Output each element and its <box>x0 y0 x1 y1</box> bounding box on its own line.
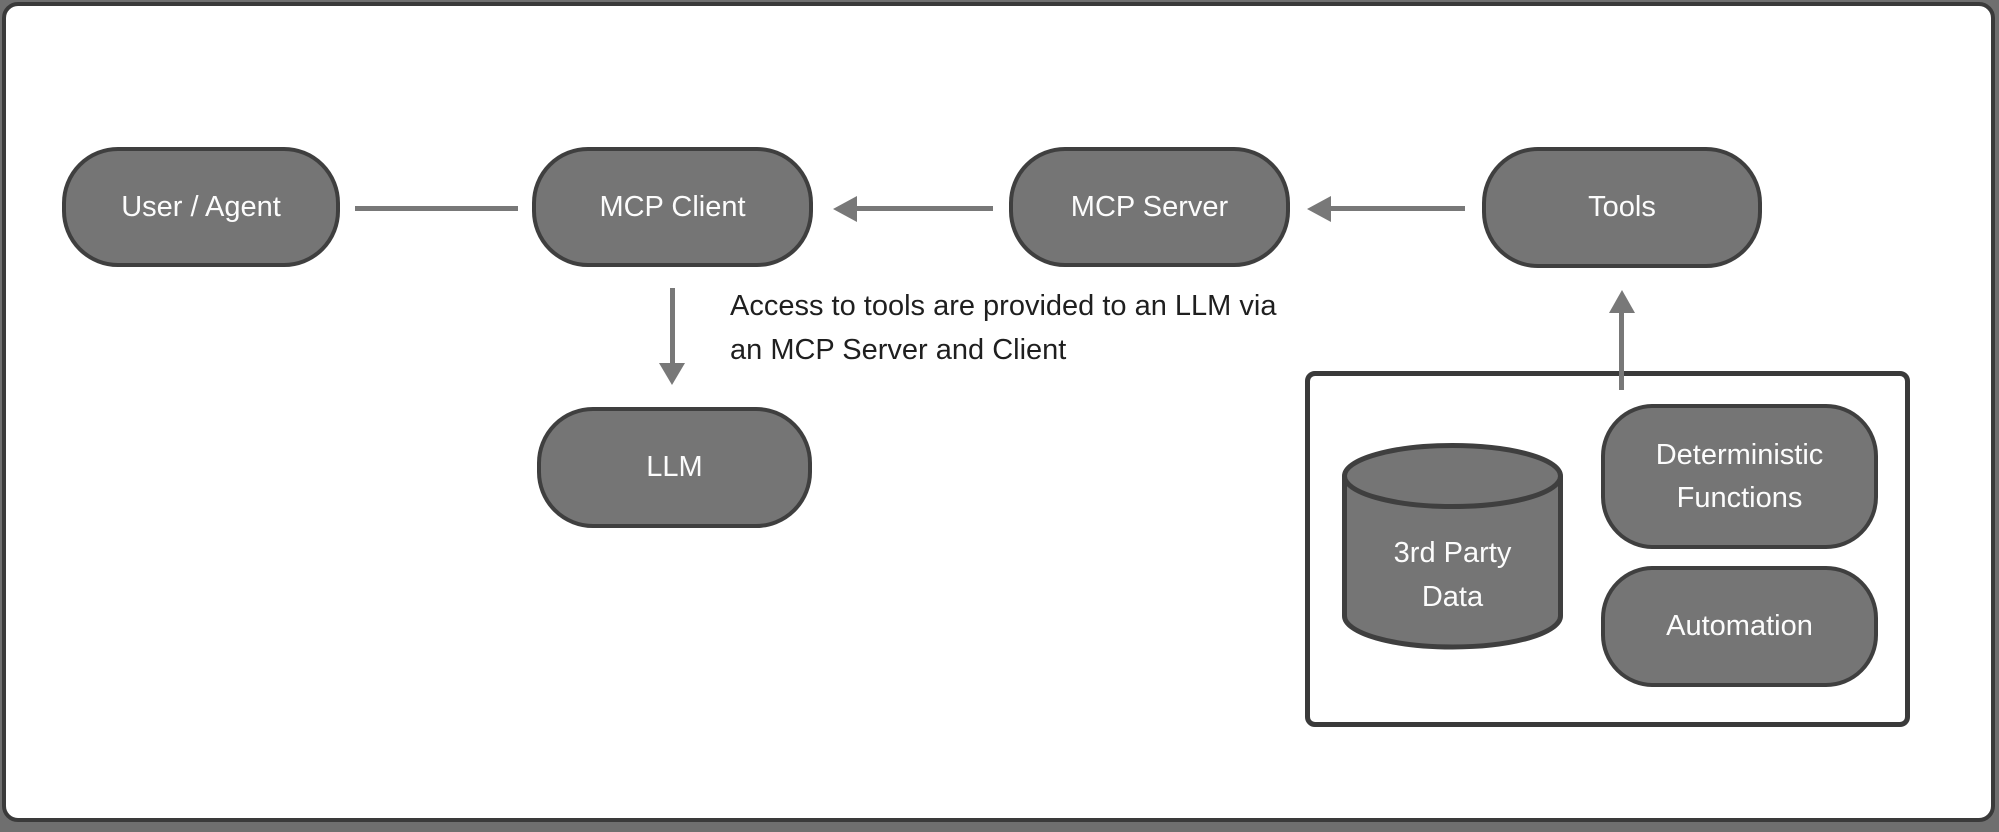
node-mcp-client: MCP Client <box>532 147 813 267</box>
third-party-data-line-2: Data <box>1421 581 1484 613</box>
connector-user-agent-to-mcp-client <box>355 206 518 211</box>
connector-tools-to-mcp-server <box>1330 206 1465 211</box>
deterministic-functions-line-2: Functions <box>1676 481 1803 514</box>
node-mcp-client-label: MCP Client <box>599 190 746 223</box>
annotation-text: Access to tools are provided to an LLM v… <box>730 284 1276 372</box>
node-user-agent-label: User / Agent <box>121 190 281 223</box>
connector-mcp-server-to-mcp-client <box>856 206 993 211</box>
node-mcp-server-label: MCP Server <box>1070 190 1229 223</box>
third-party-data-line-1: 3rd Party <box>1393 537 1512 569</box>
node-llm: LLM <box>537 407 812 528</box>
arrowhead-into-mcp-server-icon <box>1307 196 1331 222</box>
database-cylinder-icon <box>1342 443 1563 650</box>
node-llm-label: LLM <box>646 451 703 483</box>
annotation-line-1: Access to tools are provided to an LLM v… <box>730 290 1277 322</box>
node-third-party-data-label: 3rd Party Data <box>1342 531 1563 619</box>
node-automation-label: Automation <box>1666 610 1813 642</box>
connector-group-to-tools <box>1619 311 1624 390</box>
arrowhead-into-llm-icon <box>659 363 685 385</box>
deterministic-functions-line-1: Deterministic <box>1655 438 1824 471</box>
arrowhead-into-mcp-client-icon <box>833 196 857 222</box>
arrowhead-into-tools-icon <box>1609 290 1635 313</box>
node-tools-label: Tools <box>1588 191 1656 223</box>
node-user-agent: User / Agent <box>62 147 340 267</box>
node-automation: Automation <box>1601 566 1878 687</box>
node-deterministic-functions: Deterministic Functions <box>1601 404 1878 549</box>
annotation-line-2: an MCP Server and Client <box>730 334 1067 366</box>
connector-mcp-client-to-llm <box>670 288 675 365</box>
node-mcp-server: MCP Server <box>1009 147 1290 267</box>
node-tools: Tools <box>1482 147 1762 268</box>
node-third-party-data: 3rd Party Data <box>1342 443 1563 650</box>
